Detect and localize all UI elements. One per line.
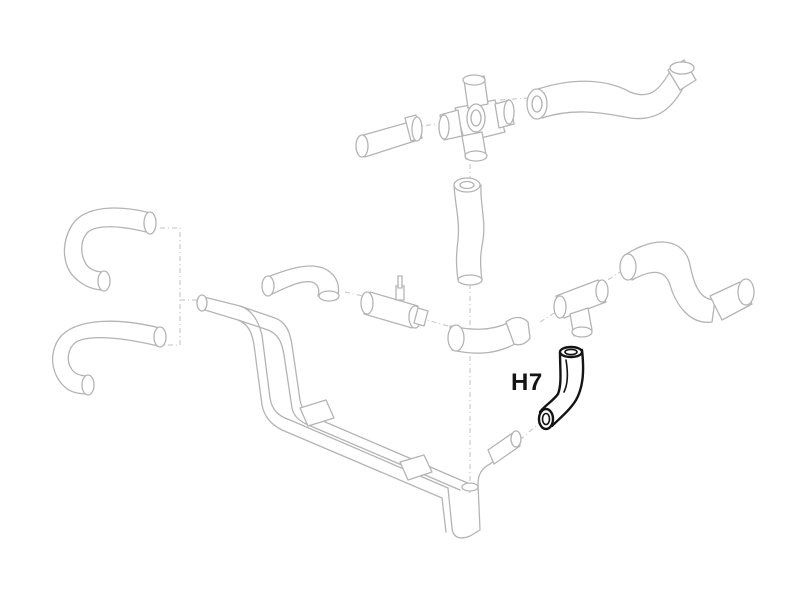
part-callout-label: H7 <box>511 369 543 396</box>
highlighted-hose-h7[interactable] <box>537 345 585 431</box>
u-hose-left-lower <box>51 320 167 396</box>
vertical-hose-center <box>453 177 485 286</box>
u-hose-left-upper <box>63 207 157 292</box>
cross-fitting-top <box>438 74 515 162</box>
bent-hose-right <box>619 241 755 323</box>
straight-hose-top-left <box>355 114 423 158</box>
metal-pipe-frame <box>196 294 522 539</box>
elbow-hose-middle <box>447 316 531 354</box>
t-fitting-right <box>553 279 609 338</box>
bent-hose-middle-left <box>261 265 340 302</box>
valve-fitting-middle <box>360 275 429 329</box>
bent-hose-top-right <box>526 59 697 120</box>
centre-lines <box>160 97 621 495</box>
